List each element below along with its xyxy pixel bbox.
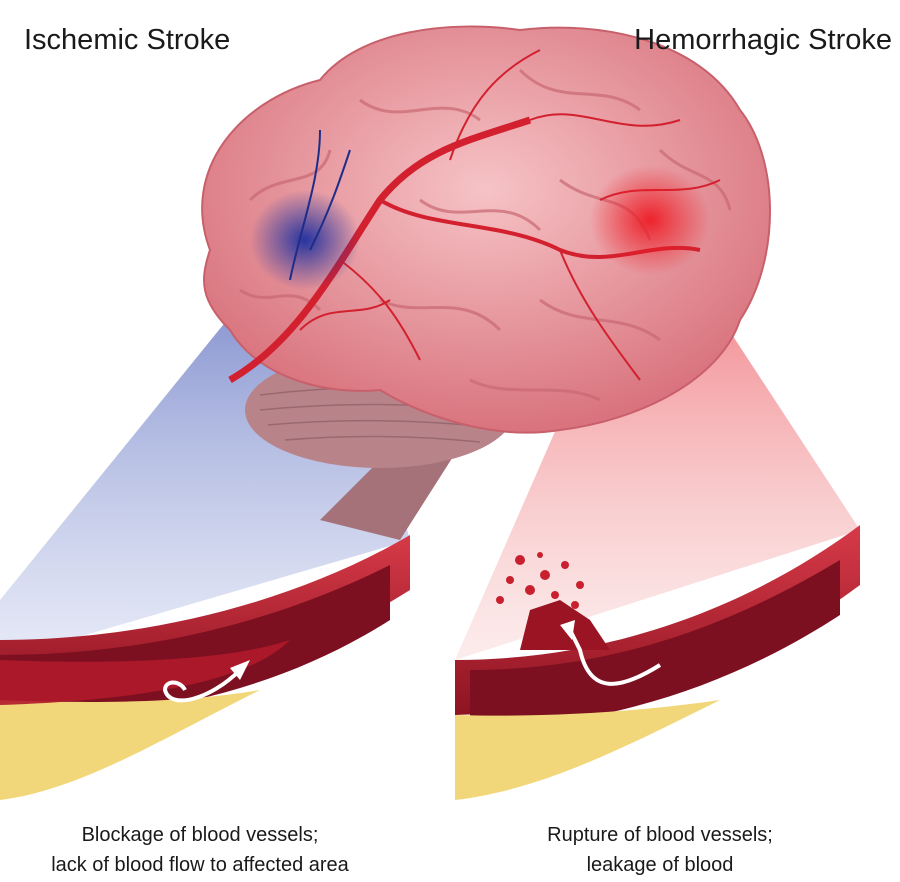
ischemic-caption-line-1: Blockage of blood vessels; bbox=[81, 824, 319, 846]
ischemic-area-highlight bbox=[250, 190, 360, 290]
hemorrhagic-vessel bbox=[455, 525, 860, 800]
plaque bbox=[455, 700, 720, 800]
hemorrhagic-caption: Rupture of blood vessels; leakage of blo… bbox=[440, 820, 880, 880]
ischemic-caption: Blockage of blood vessels; lack of blood… bbox=[0, 820, 420, 880]
hemorrhagic-stroke-title: Hemorrhagic Stroke bbox=[634, 24, 892, 56]
hemorrhagic-caption-line-1: Rupture of blood vessels; bbox=[547, 824, 773, 846]
flow-arrow bbox=[568, 629, 662, 686]
leaking-blood-cells bbox=[496, 552, 584, 609]
brain-arteries bbox=[228, 49, 721, 384]
hemorrhagic-zoom-cone bbox=[455, 220, 860, 660]
hemorrhagic-caption-line-2: leakage of blood bbox=[586, 854, 734, 876]
ischemic-caption-line-2: lack of blood flow to affected area bbox=[51, 854, 349, 876]
ischemic-vessel bbox=[0, 535, 410, 800]
plaque bbox=[0, 690, 260, 800]
flow-arrow bbox=[162, 668, 242, 703]
ischemic-stroke-title: Ischemic Stroke bbox=[24, 24, 231, 56]
hemorrhagic-area-highlight bbox=[590, 165, 710, 275]
